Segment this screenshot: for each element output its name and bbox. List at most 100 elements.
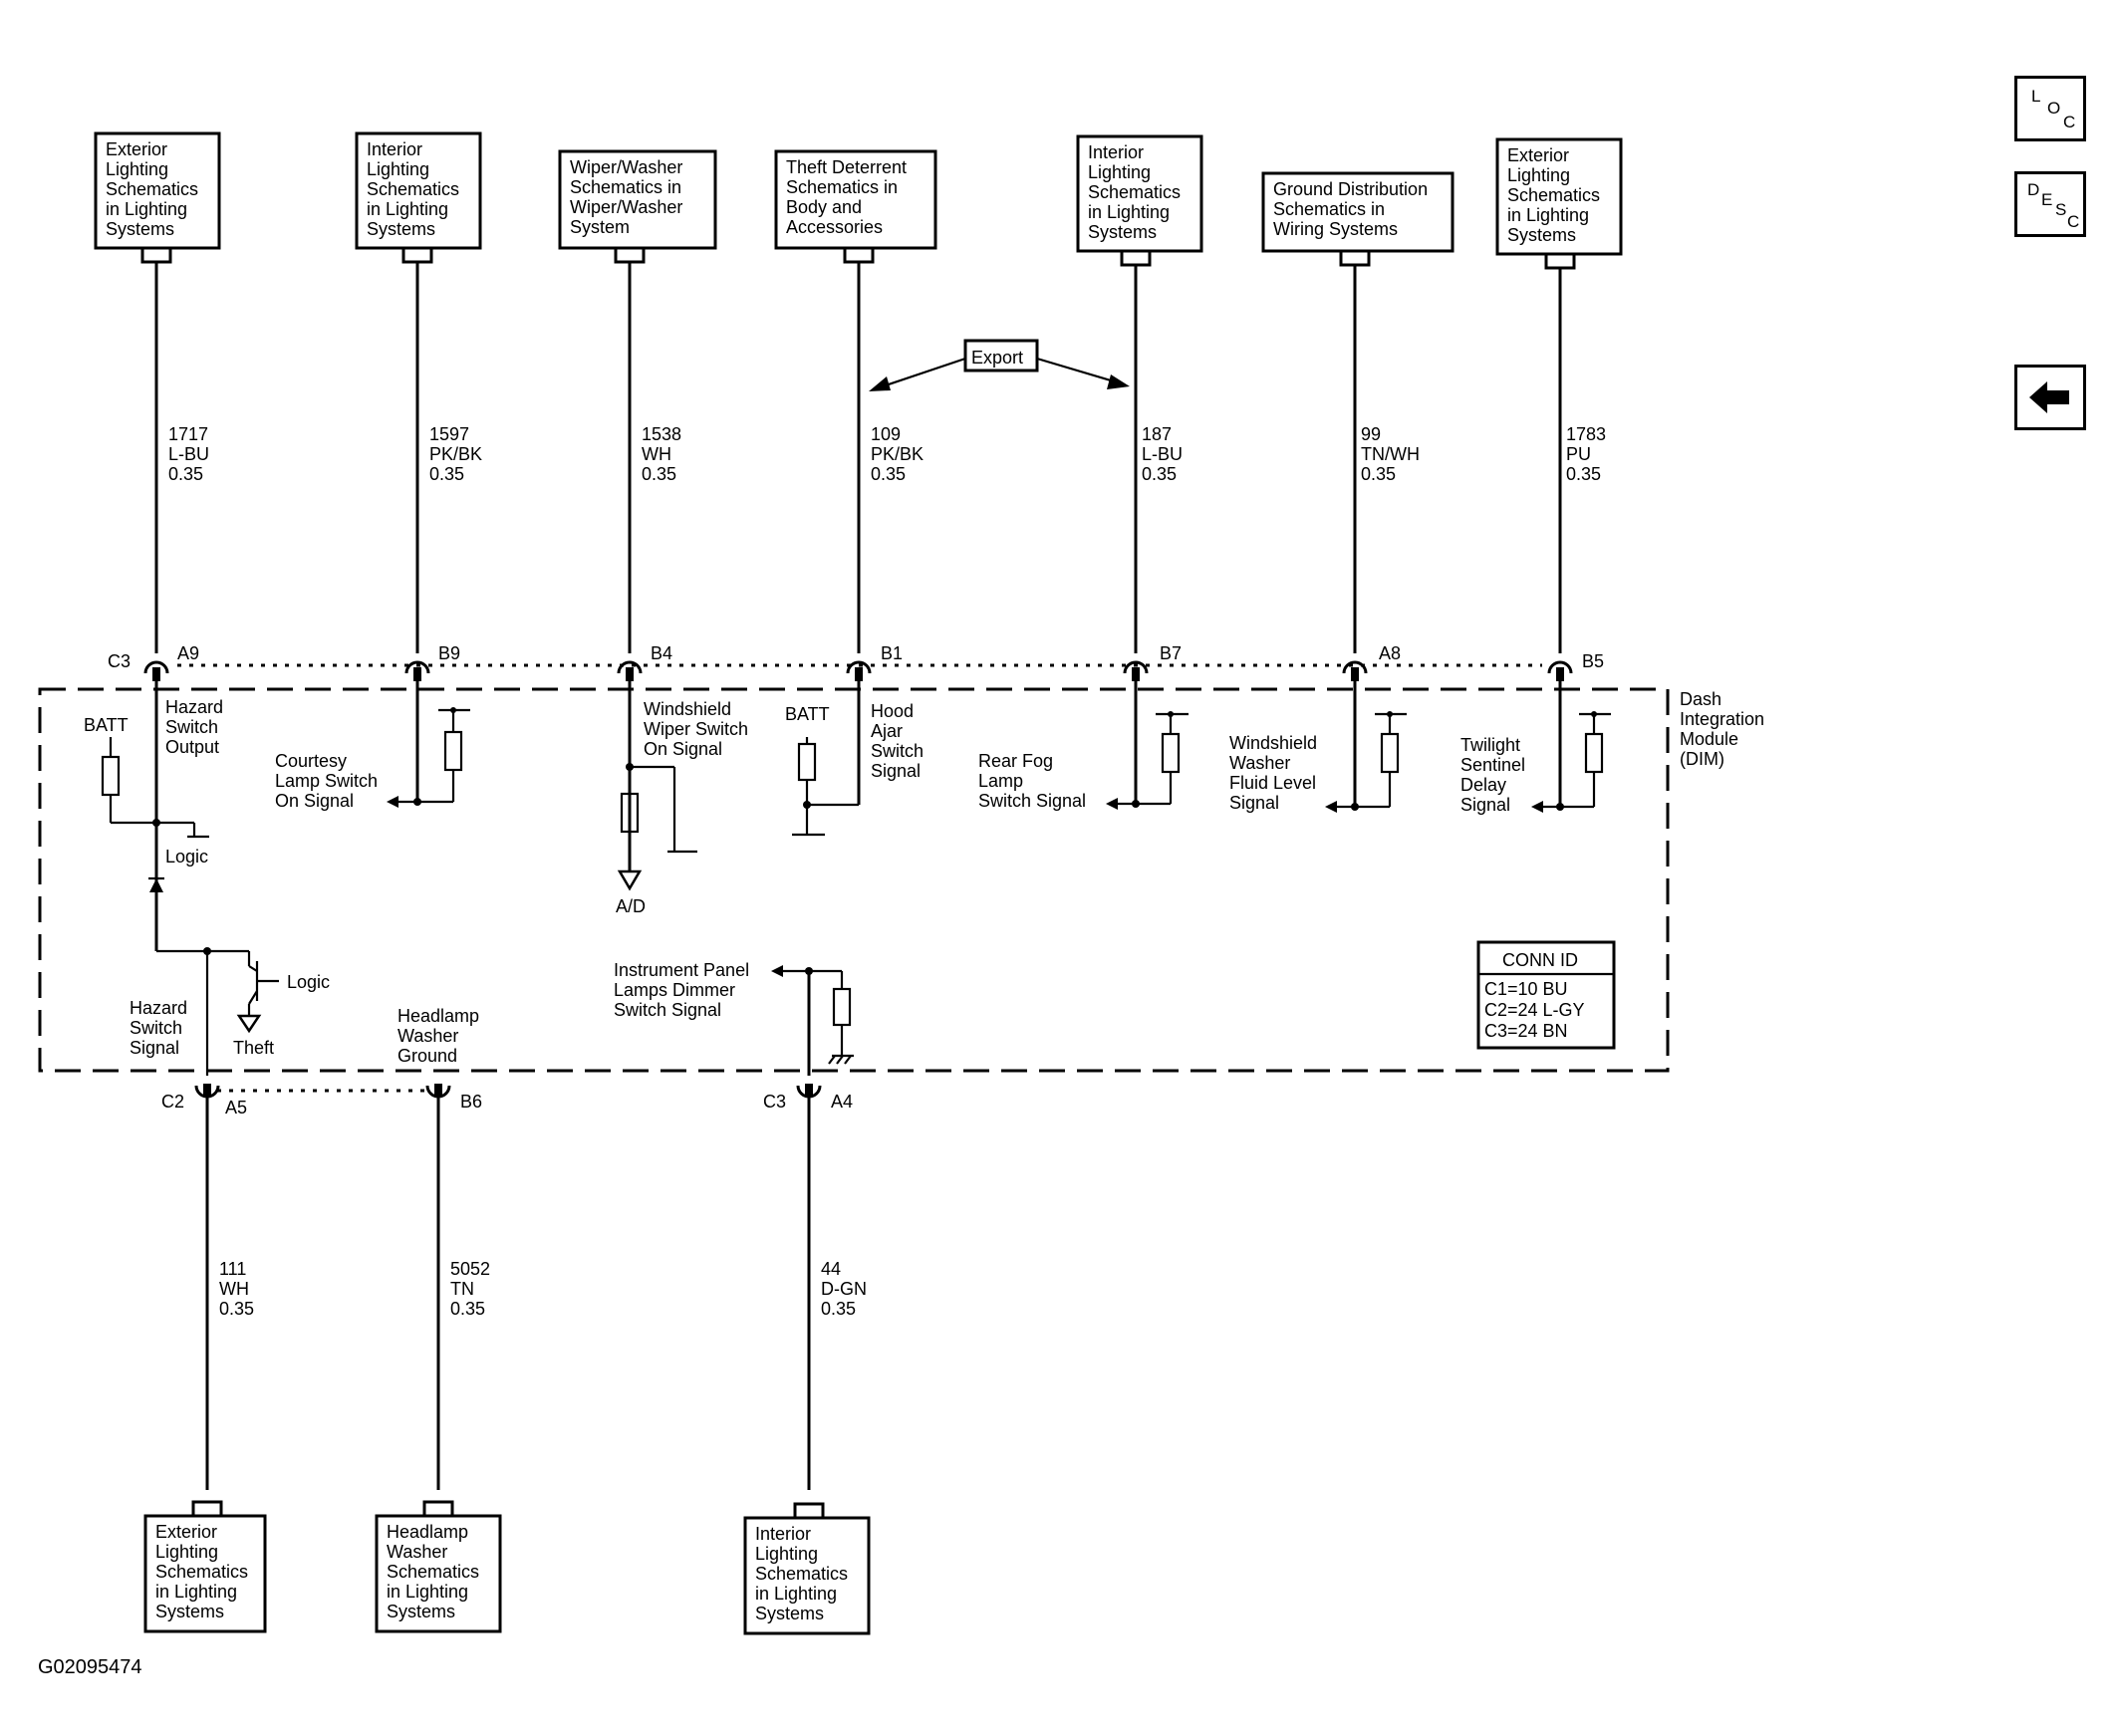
wire-label: 1783 <box>1566 424 1606 444</box>
svg-text:On Signal: On Signal <box>644 739 722 759</box>
conn-id-line-2: C2=24 L-GY <box>1484 1000 1585 1020</box>
pin-b4: B4 <box>651 643 672 663</box>
pin-a8: A8 <box>1379 643 1401 663</box>
wire-label: TN <box>450 1279 474 1299</box>
wire-label: 0.35 <box>450 1299 485 1319</box>
box-text: Interior <box>367 139 422 159</box>
box-text: in Lighting <box>1088 202 1170 222</box>
svg-text:Switch Signal: Switch Signal <box>978 791 1086 811</box>
box-text: in Lighting <box>1507 205 1589 225</box>
bottom-connector-c2: C2 <box>161 1092 184 1112</box>
internal-circuitry <box>101 672 1611 1076</box>
svg-text:Switch Signal: Switch Signal <box>614 1000 721 1020</box>
figure-id: G02095474 <box>38 1656 142 1678</box>
wire-label: 5052 <box>450 1259 490 1279</box>
svg-text:Switch: Switch <box>871 741 924 761</box>
pin-b5: B5 <box>1582 651 1604 671</box>
back-button[interactable] <box>2014 365 2086 430</box>
pin-b1: B1 <box>881 643 903 663</box>
box-text: Lighting <box>106 159 168 179</box>
top-wires: 1717L-BU0.351597PK/BK0.351538WH0.35109PK… <box>143 262 1606 681</box>
box-text: Ground Distribution <box>1273 179 1428 199</box>
wire-label: TN/WH <box>1361 444 1420 464</box>
box-text: Schematics <box>387 1562 479 1582</box>
export-label: Export <box>971 348 1023 368</box>
svg-text:Module: Module <box>1680 729 1738 749</box>
box-text: Interior <box>1088 142 1144 162</box>
wire-label: WH <box>642 444 671 464</box>
box-text: Schematics <box>1088 182 1181 202</box>
box-text: Schematics <box>755 1564 848 1584</box>
module-boundary <box>38 687 1670 1073</box>
conn-id-box: CONN ID C1=10 BU C2=24 L-GY C3=24 BN <box>1476 940 1616 1050</box>
wire-label: 0.35 <box>1142 464 1177 484</box>
svg-text:Logic: Logic <box>165 847 208 867</box>
wire-label: 187 <box>1142 424 1172 444</box>
wire-label: 0.35 <box>821 1299 856 1319</box>
svg-text:Windshield: Windshield <box>644 699 731 719</box>
svg-text:BATT: BATT <box>84 715 129 735</box>
svg-text:BATT: BATT <box>785 704 830 724</box>
svg-text:Switch: Switch <box>165 717 218 737</box>
wire-label: L-BU <box>1142 444 1183 464</box>
box-text: in Lighting <box>387 1582 468 1602</box>
svg-text:Lamp: Lamp <box>978 771 1023 791</box>
svg-text:Lamp Switch: Lamp Switch <box>275 771 378 791</box>
box-text: Schematics in <box>1273 199 1385 219</box>
desc-button[interactable]: D E S C <box>2014 171 2086 237</box>
bottom-wire-44: 44D-GN0.35 <box>793 1084 867 1518</box>
svg-text:Washer: Washer <box>397 1026 458 1046</box>
svg-text:Wiper Switch: Wiper Switch <box>644 719 748 739</box>
wire-label: 0.35 <box>1566 464 1601 484</box>
svg-text:Instrument Panel: Instrument Panel <box>614 960 749 980</box>
svg-text:Theft: Theft <box>233 1038 274 1058</box>
wire-label: PU <box>1566 444 1591 464</box>
pin-b9: B9 <box>438 643 460 663</box>
wire-label: 1597 <box>429 424 469 444</box>
svg-text:Signal: Signal <box>130 1038 179 1058</box>
svg-text:Headlamp: Headlamp <box>397 1006 479 1026</box>
module-name: Dash Integration Module (DIM) <box>1680 689 1764 769</box>
loc-button[interactable]: L O C <box>2014 76 2086 141</box>
bottom-connector-c3: C3 <box>763 1092 786 1112</box>
wire-label: 0.35 <box>871 464 906 484</box>
box-text: Systems <box>387 1602 455 1621</box>
pin-a4: A4 <box>831 1092 853 1112</box>
box-text: Headlamp <box>387 1522 468 1542</box>
svg-text:Windshield: Windshield <box>1229 733 1317 753</box>
wire-label: 0.35 <box>429 464 464 484</box>
svg-text:Hazard: Hazard <box>165 697 223 717</box>
export-annotation: Export <box>869 339 1130 391</box>
box-text: Systems <box>367 219 435 239</box>
pin-b7: B7 <box>1160 643 1182 663</box>
box-text: Accessories <box>786 217 883 237</box>
svg-text:Dash: Dash <box>1680 689 1721 709</box>
svg-text:Lamps Dimmer: Lamps Dimmer <box>614 980 735 1000</box>
bottom-part: 111WH0.355052TN0.3544D-GN0.35ExteriorLig… <box>143 1084 871 1635</box>
svg-text:Fluid Level: Fluid Level <box>1229 773 1316 793</box>
svg-text:Signal: Signal <box>871 761 921 781</box>
svg-text:Hood: Hood <box>871 701 914 721</box>
conn-id-title: CONN ID <box>1502 950 1578 970</box>
wire-label: D-GN <box>821 1279 867 1299</box>
svg-text:Switch: Switch <box>130 1018 182 1038</box>
wire-label: 109 <box>871 424 901 444</box>
box-text: Lighting <box>1088 162 1151 182</box>
svg-text:A/D: A/D <box>616 896 646 916</box>
box-text: in Lighting <box>106 199 187 219</box>
